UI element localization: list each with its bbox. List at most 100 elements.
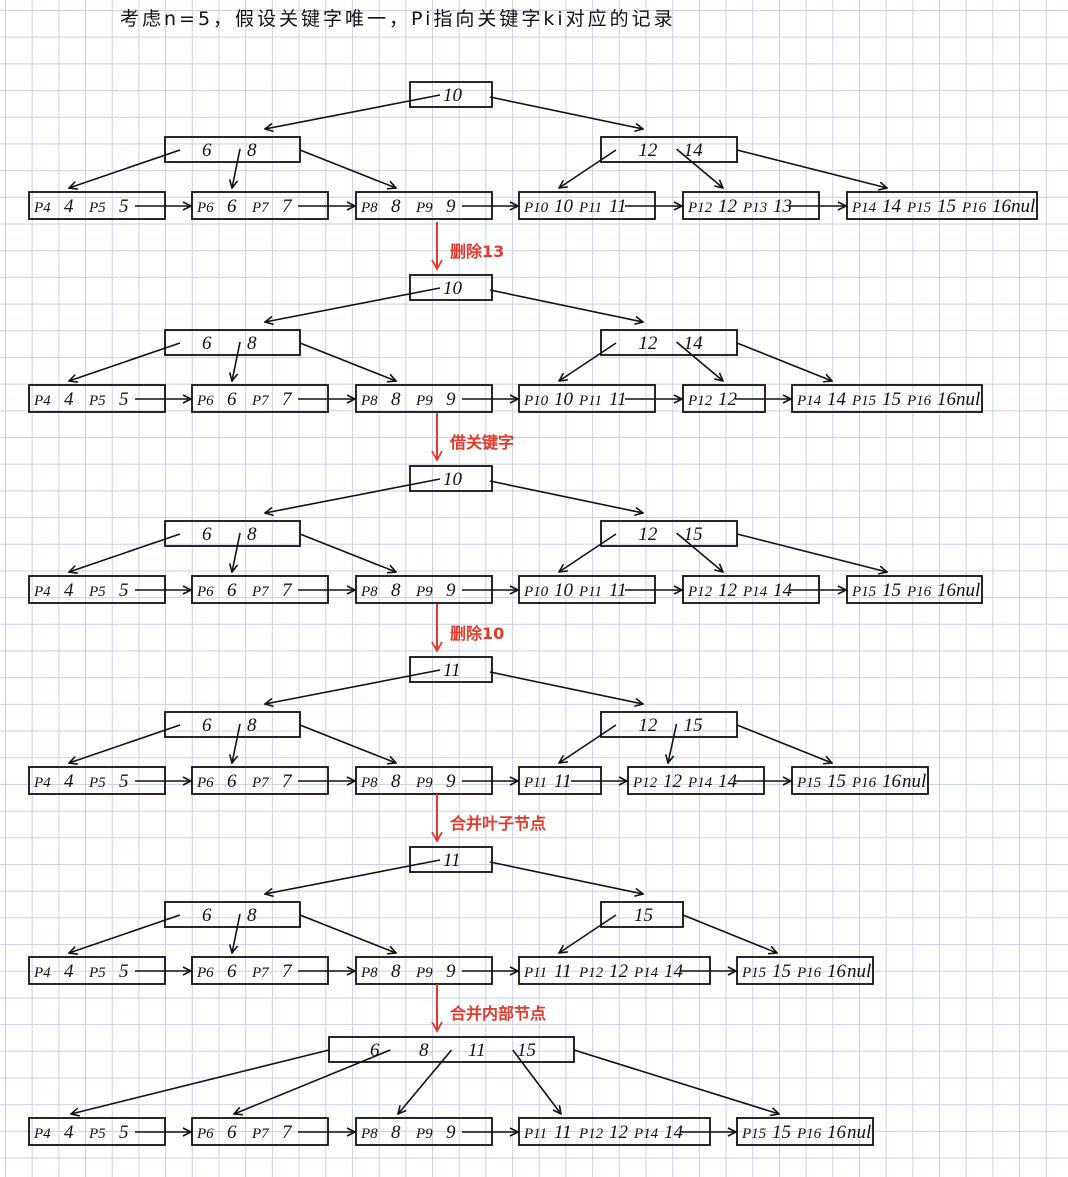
- leaf-key: 15: [882, 580, 901, 601]
- leaf-key: 7: [282, 389, 293, 410]
- record-pointer: P16: [851, 775, 877, 791]
- internal-key: 6: [202, 333, 212, 354]
- child-pointer: [69, 914, 181, 953]
- leaf-key: 16: [882, 771, 902, 792]
- record-pointer: P9: [415, 584, 433, 600]
- record-pointer: P14: [633, 1126, 659, 1142]
- record-pointer: P14: [851, 200, 877, 216]
- pointer-label: P15: [741, 1126, 767, 1142]
- record-pointer: P9: [415, 775, 433, 791]
- leaf-key: 9: [446, 196, 456, 217]
- pointer-label: P7: [251, 965, 270, 981]
- pointer-label: P4: [33, 1126, 51, 1142]
- child-pointer: [559, 533, 617, 572]
- leaf-key: 11: [609, 389, 627, 410]
- record-pointer: P16: [796, 965, 822, 981]
- leaf-key: 4: [64, 961, 74, 982]
- pointer-label: P6: [196, 1126, 214, 1142]
- pointer-label: P11: [578, 584, 602, 600]
- root-key: 6: [370, 1040, 380, 1061]
- leaf-key: 7: [282, 771, 293, 792]
- leaf-box: [791, 384, 983, 413]
- child-pointer: [512, 1049, 561, 1114]
- child-pointer: [559, 724, 617, 763]
- record-pointer: P12: [578, 965, 604, 981]
- child-pointer: [668, 723, 678, 763]
- record-pointer: P12: [687, 393, 713, 409]
- record-pointer: P11: [523, 1126, 547, 1142]
- record-pointer: P5: [88, 200, 106, 216]
- leaf-key: 8: [391, 1122, 401, 1143]
- null-pointer: nul: [956, 580, 980, 601]
- leaf-box: [846, 191, 1038, 220]
- child-pointer: [675, 341, 724, 381]
- root-node: [409, 81, 493, 108]
- root-child-pointer: [265, 287, 441, 322]
- pointer-label: P12: [687, 393, 713, 409]
- root-node: [409, 656, 493, 683]
- pointer-label: P11: [578, 393, 602, 409]
- record-pointer: P10: [523, 584, 549, 600]
- pointer-label: P14: [851, 200, 877, 216]
- leaf-key: 15: [937, 196, 956, 217]
- pointer-label: P6: [196, 584, 214, 600]
- record-pointer: P5: [88, 393, 106, 409]
- pointer-label: P15: [796, 775, 822, 791]
- pointer-label: P4: [33, 200, 51, 216]
- pointer-label: P6: [196, 200, 214, 216]
- child-pointer: [736, 149, 887, 188]
- pointer-label: P16: [851, 775, 877, 791]
- pointer-label: P6: [196, 393, 214, 409]
- leaf-key: 12: [718, 389, 738, 410]
- leaf-key: 9: [446, 961, 456, 982]
- child-pointer: [559, 914, 617, 953]
- leaf-key: 9: [446, 1122, 456, 1143]
- child-pointer: [736, 533, 887, 572]
- record-pointer: P6: [196, 393, 214, 409]
- leaf-key: 12: [663, 771, 683, 792]
- step-label: 合并叶子节点: [450, 814, 546, 833]
- leaf-key: 13: [773, 196, 792, 217]
- leaf-key: 8: [391, 196, 401, 217]
- pointer-label: P6: [196, 775, 214, 791]
- pointer-label: P5: [88, 200, 106, 216]
- child-pointer: [299, 724, 396, 763]
- pointer-label: P7: [251, 1126, 270, 1142]
- pointer-label: P4: [33, 584, 51, 600]
- leaf-key: 11: [554, 961, 572, 982]
- pointer-label: P8: [360, 200, 378, 216]
- record-pointer: P16: [796, 1126, 822, 1142]
- pointer-label: P14: [633, 965, 659, 981]
- leaf-key: 8: [391, 389, 401, 410]
- record-pointer: P14: [796, 393, 822, 409]
- leaf-key: 12: [609, 1122, 629, 1143]
- child-pointer: [573, 1049, 779, 1114]
- leaf-key: 14: [827, 389, 847, 410]
- internal-key: 15: [634, 905, 653, 926]
- child-pointer: [736, 724, 832, 763]
- leaf-key: 12: [718, 580, 738, 601]
- record-pointer: P8: [360, 1126, 378, 1142]
- root-key: 11: [443, 850, 461, 871]
- pointer-label: P8: [360, 584, 378, 600]
- root-child-pointer: [489, 480, 643, 513]
- record-pointer: P9: [415, 965, 433, 981]
- pointer-label: P12: [687, 584, 713, 600]
- step-label: 合并内部节点: [450, 1004, 546, 1023]
- pointer-label: P5: [88, 965, 106, 981]
- internal-key: 6: [202, 140, 212, 161]
- record-pointer: P11: [523, 965, 547, 981]
- pointer-label: P16: [906, 584, 932, 600]
